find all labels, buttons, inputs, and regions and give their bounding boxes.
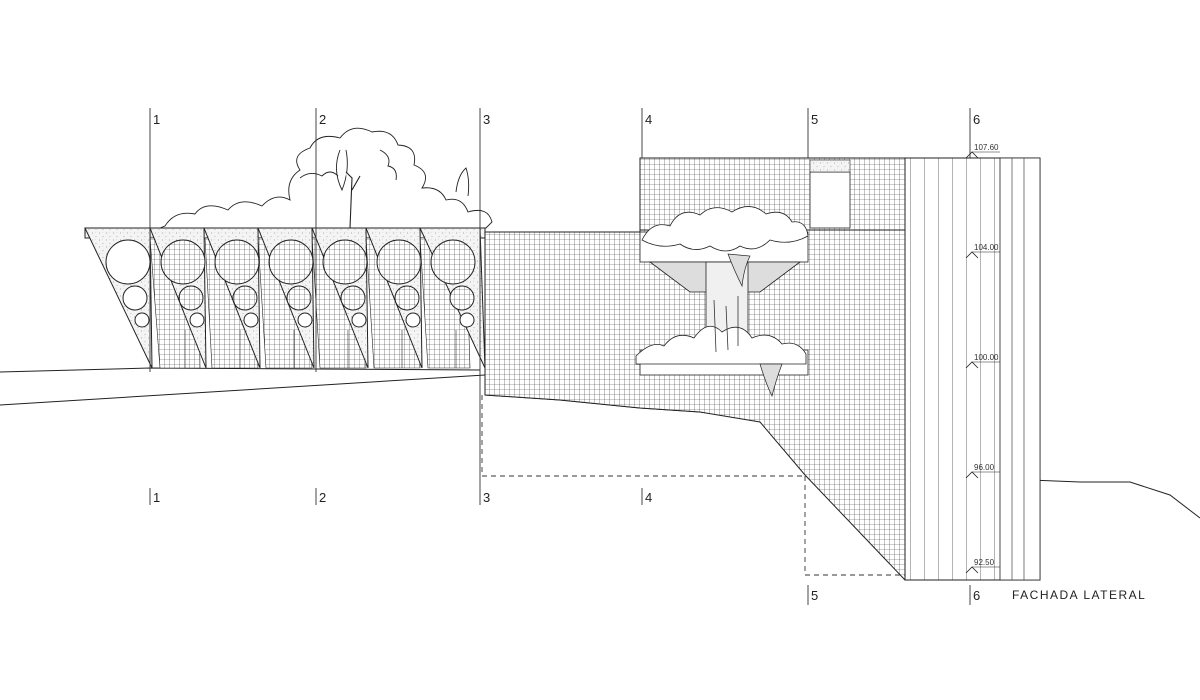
- axis-label-bottom-1: 1: [153, 490, 160, 505]
- svg-text:96.00: 96.00: [974, 463, 995, 472]
- level-marker-92-50: 92.50: [965, 558, 1000, 574]
- central-block: [484, 157, 1041, 581]
- level-marker-107-60: 107.60: [965, 143, 1000, 159]
- axis-label-bottom-4: 4: [645, 490, 652, 505]
- level-marker-96-00: 96.00: [965, 463, 1000, 479]
- drawing-title: FACHADA LATERAL: [1012, 588, 1146, 602]
- level-marker-104-00: 104.00: [965, 243, 1000, 259]
- axis-lines: [149, 108, 971, 605]
- level-markers: 107.60 104.00 100.00 96.00 92.50: [965, 143, 1000, 574]
- axis-label-bottom-3: 3: [483, 490, 490, 505]
- axis-label-4: 4: [645, 112, 652, 127]
- upper-opening: [809, 171, 851, 229]
- axis-label-2: 2: [319, 112, 326, 127]
- tree-sketch: [159, 127, 493, 229]
- left-block: [84, 227, 486, 369]
- axis-label-6: 6: [973, 112, 980, 127]
- level-marker-100-00: 100.00: [965, 353, 1000, 369]
- axis-label-5: 5: [811, 112, 818, 127]
- axis-label-3: 3: [483, 112, 490, 127]
- svg-text:92.50: 92.50: [974, 558, 995, 567]
- svg-text:104.00: 104.00: [974, 243, 999, 252]
- axis-label-bottom-2: 2: [319, 490, 326, 505]
- mullions: [184, 330, 457, 368]
- axis-label-1: 1: [153, 112, 160, 127]
- garden-cutout: [635, 206, 809, 398]
- svg-text:100.00: 100.00: [974, 353, 999, 362]
- axis-label-bottom-5: 5: [811, 588, 818, 603]
- svg-text:107.60: 107.60: [974, 143, 999, 152]
- axis-labels-top: 1 2 3 4 5 6: [153, 112, 980, 127]
- axis-labels-bottom: 1 2 3 4 5 6: [153, 490, 980, 603]
- axis-label-bottom-6: 6: [973, 588, 980, 603]
- circular-openings: [105, 239, 476, 328]
- dashed-foundation: [481, 395, 905, 576]
